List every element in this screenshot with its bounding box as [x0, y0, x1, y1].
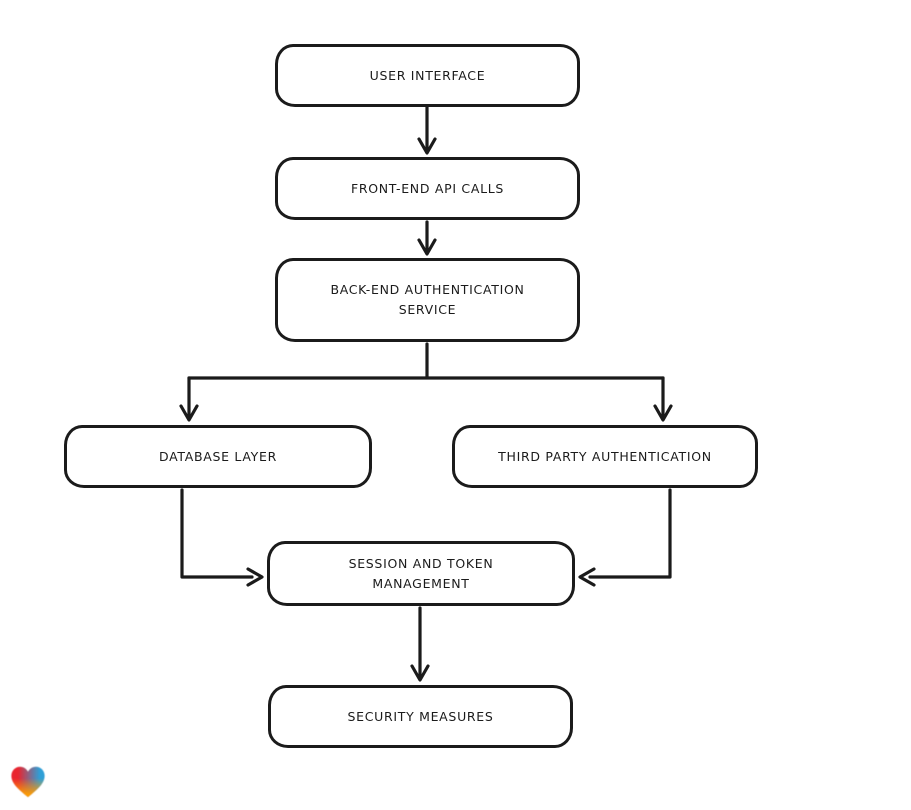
node-session-and-token-management-label: SESSION AND TOKEN MANAGEMENT — [348, 555, 494, 591]
edge-back-end-auth-to-third-party-auth — [653, 376, 673, 422]
node-front-end-api-calls: FRONT-END API CALLS — [275, 157, 580, 220]
node-database-layer: DATABASE LAYER — [64, 425, 372, 488]
edge-front-end-api-to-back-end-auth — [417, 220, 437, 256]
edge-back-end-auth-to-database-layer — [179, 376, 199, 422]
node-back-end-authentication-service: BACK-END AUTHENTICATION SERVICE — [275, 258, 580, 342]
node-back-end-authentication-service-label: BACK-END AUTHENTICATION SERVICE — [330, 282, 525, 317]
node-security-measures: SECURITY MEASURES — [268, 685, 573, 748]
edge-user-interface-to-front-end-api — [417, 104, 437, 155]
node-front-end-api-calls-label: FRONT-END API CALLS — [350, 180, 505, 196]
heart-icon — [11, 766, 45, 798]
edge-database-layer-to-session-token — [180, 488, 264, 587]
lovable-heart-badge[interactable] — [9, 761, 47, 801]
node-third-party-authentication: THIRD PARTY AUTHENTICATION — [452, 425, 758, 488]
node-security-measures-label: SECURITY MEASURES — [347, 708, 494, 724]
edge-session-token-to-security-measures — [410, 606, 430, 682]
node-session-and-token-management: SESSION AND TOKEN MANAGEMENT — [267, 541, 575, 606]
node-user-interface: USER INTERFACE — [275, 44, 580, 107]
edge-back-end-auth-split-trunk — [187, 342, 665, 380]
node-database-layer-label: DATABASE LAYER — [159, 448, 277, 464]
edge-third-party-auth-to-session-token — [578, 488, 672, 587]
node-third-party-authentication-label: THIRD PARTY AUTHENTICATION — [498, 448, 712, 464]
node-user-interface-label: USER INTERFACE — [369, 67, 486, 83]
